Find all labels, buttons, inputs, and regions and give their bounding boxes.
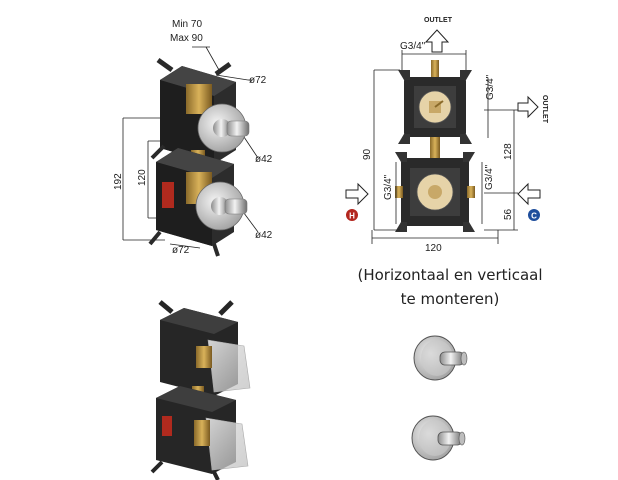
iso-lower-box bbox=[148, 148, 248, 257]
thread-top-label: G3/4" bbox=[400, 41, 426, 52]
cold-marker-label: C bbox=[531, 212, 537, 221]
depth-min-label: Min 70 bbox=[172, 19, 202, 30]
cold-marker bbox=[528, 209, 540, 221]
diameter-42-top-label: ø42 bbox=[255, 154, 273, 165]
outlet-right-label: OUTLET bbox=[541, 95, 548, 124]
hot-marker-label: H bbox=[349, 212, 355, 221]
finished-knob-bottom bbox=[411, 415, 466, 461]
thread-right-top-label: G3/4" bbox=[485, 74, 496, 100]
thread-left-bottom-label: G3/4" bbox=[383, 174, 394, 200]
iso-view: Min 70 Max 90 ø72 ø42 ø42 ø72 192 120 bbox=[113, 19, 273, 257]
hot-inlet-arrow bbox=[345, 182, 369, 206]
render-lower-box bbox=[150, 386, 249, 480]
front-upper-box bbox=[398, 60, 472, 144]
render-upper-box bbox=[158, 300, 251, 396]
diameter-42-bottom-label: ø42 bbox=[255, 230, 273, 241]
height-120-label: 120 bbox=[137, 169, 148, 186]
diameter-72-bottom-label: ø72 bbox=[172, 245, 190, 256]
front-view: OUTLET bbox=[345, 17, 548, 254]
caption-line-2: te monteren) bbox=[400, 290, 500, 308]
outlet-arrow-top bbox=[424, 29, 450, 53]
front-lower-box bbox=[395, 152, 475, 232]
thread-right-bottom-label: G3/4" bbox=[484, 164, 495, 190]
cold-inlet-arrow bbox=[517, 182, 541, 206]
finished-knob-top bbox=[413, 335, 468, 381]
height-90-label: 90 bbox=[362, 148, 373, 160]
depth-max-label: Max 90 bbox=[170, 33, 203, 44]
width-120-label: 120 bbox=[425, 243, 442, 254]
hot-marker bbox=[346, 209, 358, 221]
outlet-arrow-right bbox=[517, 95, 539, 119]
outlet-top-label: OUTLET bbox=[424, 17, 453, 24]
caption-line-1: (Horizontaal en verticaal bbox=[357, 266, 543, 284]
iso-upper-box bbox=[150, 57, 250, 164]
height-128-label: 128 bbox=[503, 143, 514, 160]
height-56-label: 56 bbox=[503, 208, 514, 220]
height-192-label: 192 bbox=[113, 173, 124, 190]
assembled-render bbox=[150, 300, 251, 480]
diameter-72-top-label: ø72 bbox=[249, 75, 267, 86]
